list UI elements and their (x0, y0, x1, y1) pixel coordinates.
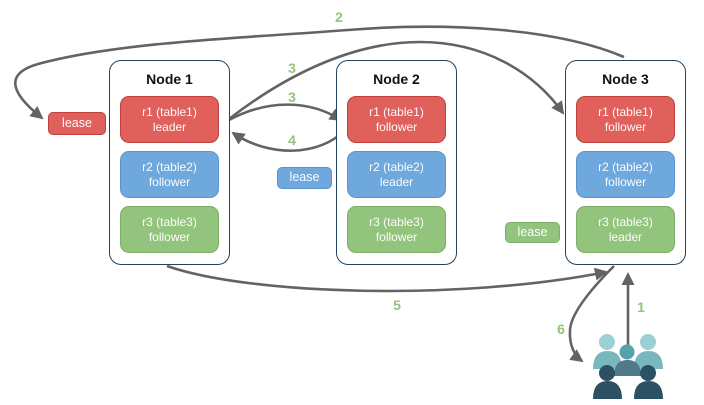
replica-name: r1 (table1) (369, 104, 424, 119)
replica-name: r2 (table2) (142, 159, 197, 174)
node-2-replica-r2: r2 (table2) leader (347, 151, 446, 198)
arrow-label-3-mid: 3 (288, 89, 296, 105)
arrow-4-node2-to-node1 (231, 129, 346, 152)
node-1-replica-r1: r1 (table1) leader (120, 96, 219, 143)
node-3: Node 3 r1 (table1) follower r2 (table2) … (565, 60, 686, 265)
node-2: Node 2 r1 (table1) follower r2 (table2) … (336, 60, 457, 265)
arrow-label-6: 6 (557, 321, 565, 337)
replica-role: leader (152, 119, 187, 134)
arrow-5-node1-to-node3 (166, 264, 608, 293)
node-2-replica-r1: r1 (table1) follower (347, 96, 446, 143)
node-1-replica-r3: r3 (table3) follower (120, 206, 219, 253)
users-icon (593, 334, 663, 399)
replica-name: r1 (table1) (142, 104, 197, 119)
replica-name: r3 (table3) (598, 214, 653, 229)
replica-role: follower (604, 174, 647, 189)
node-1-replica-r2: r2 (table2) follower (120, 151, 219, 198)
replica-role: follower (375, 119, 418, 134)
replica-role: leader (608, 229, 643, 244)
arrow-6-node3-to-users (568, 265, 615, 363)
node-2-replica-r3: r3 (table3) follower (347, 206, 446, 253)
arrow-3-node1-to-node3 (228, 40, 565, 121)
replica-name: r3 (table3) (142, 214, 197, 229)
replica-role: follower (148, 174, 191, 189)
node-3-replica-r2: r2 (table2) follower (576, 151, 675, 198)
replica-role: leader (379, 174, 414, 189)
node-3-replica-r1: r1 (table1) follower (576, 96, 675, 143)
node-1: Node 1 r1 (table1) leader r2 (table2) fo… (109, 60, 230, 265)
replica-role: follower (375, 229, 418, 244)
lease-label-blue: lease (277, 167, 332, 189)
replica-role: follower (148, 229, 191, 244)
arrow-label-2: 2 (335, 9, 343, 25)
node-1-title: Node 1 (146, 71, 193, 87)
replica-name: r1 (table1) (598, 104, 653, 119)
replica-name: r3 (table3) (369, 214, 424, 229)
node-2-title: Node 2 (373, 71, 420, 87)
node-3-replica-r3: r3 (table3) leader (576, 206, 675, 253)
replica-role: follower (604, 119, 647, 134)
lease-label-green: lease (505, 222, 560, 243)
arrow-label-4: 4 (288, 132, 296, 148)
arrow-label-5: 5 (393, 297, 401, 313)
arrow-label-1: 1 (637, 299, 645, 315)
node-3-title: Node 3 (602, 71, 649, 87)
arrow-2-node3-to-lease (13, 25, 625, 120)
replica-name: r2 (table2) (598, 159, 653, 174)
lease-label-red: lease (48, 112, 106, 135)
arrow-label-3-top: 3 (288, 60, 296, 76)
arrow-3-node1-to-node2 (228, 103, 343, 122)
replica-name: r2 (table2) (369, 159, 424, 174)
